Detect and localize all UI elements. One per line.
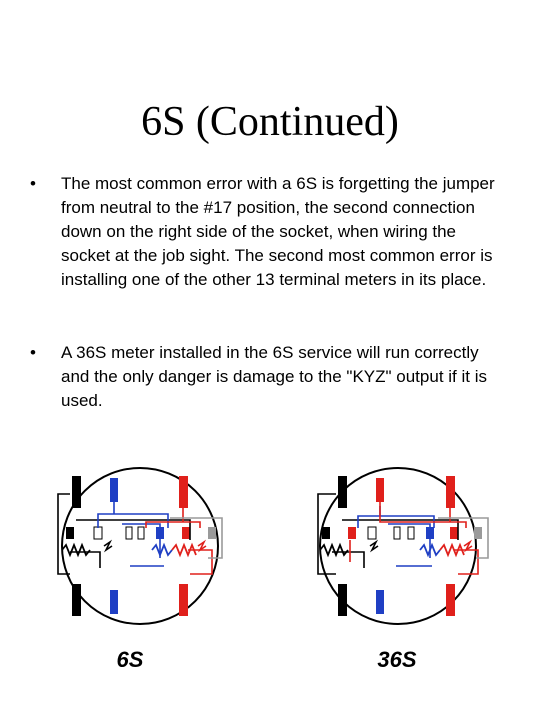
coil-red: [439, 542, 465, 558]
terminal-blade: [179, 584, 188, 616]
wire-red: [349, 502, 479, 575]
terminal-blade: [446, 476, 455, 508]
terminal-slot: [93, 526, 103, 540]
terminal-slot: [348, 527, 356, 539]
terminal-slot: [208, 527, 216, 539]
socket-ring: [319, 467, 477, 625]
coil-blue: [151, 542, 173, 558]
diagram-caption-36s: 36S: [377, 647, 417, 672]
terminal-slot: [125, 526, 133, 540]
terminal-blade: [338, 584, 347, 616]
terminal-slot: [66, 527, 74, 539]
terminal-slot: [322, 527, 330, 539]
terminal-slot: [474, 527, 482, 539]
coil-blue: [419, 542, 441, 558]
terminal-blade: [446, 584, 455, 616]
terminal-blade: [110, 478, 118, 502]
bullet-marker: •: [30, 343, 36, 362]
diagram-caption-6s: 6S: [116, 647, 144, 672]
coil-black: [319, 542, 349, 558]
wire-gray: [438, 517, 489, 559]
terminal-slot: [367, 526, 377, 540]
neutral-jumper: [463, 539, 473, 553]
wire-blue: [357, 506, 435, 567]
bullet-text: The most common error with a 6S is forge…: [61, 174, 495, 289]
terminal-blade: [376, 590, 384, 614]
wire-blue: [97, 502, 169, 567]
terminal-slot: [182, 527, 190, 539]
slide-title: 6S (Continued): [141, 99, 399, 145]
coil-red: [171, 542, 197, 558]
terminal-slot: [137, 526, 145, 540]
wire-gray: [170, 517, 223, 559]
terminal-blade: [72, 584, 81, 616]
coil-black: [61, 542, 91, 558]
bullet-marker: •: [30, 174, 36, 193]
neutral-jumper: [103, 539, 113, 553]
terminal-blade: [179, 476, 188, 508]
terminal-blade: [72, 476, 81, 508]
terminal-blade: [110, 590, 118, 614]
terminal-slot: [393, 526, 401, 540]
neutral-jumper: [369, 539, 379, 553]
terminal-slot: [450, 527, 458, 539]
bullet-text: A 36S meter installed in the 6S service …: [61, 343, 487, 410]
neutral-jumper: [197, 539, 207, 553]
socket-diagram-36s: [317, 467, 489, 625]
terminal-blade: [376, 478, 384, 502]
socket-ring: [61, 467, 219, 625]
terminal-blade: [338, 476, 347, 508]
socket-diagram-6s: [57, 467, 223, 625]
terminal-slot: [407, 526, 415, 540]
